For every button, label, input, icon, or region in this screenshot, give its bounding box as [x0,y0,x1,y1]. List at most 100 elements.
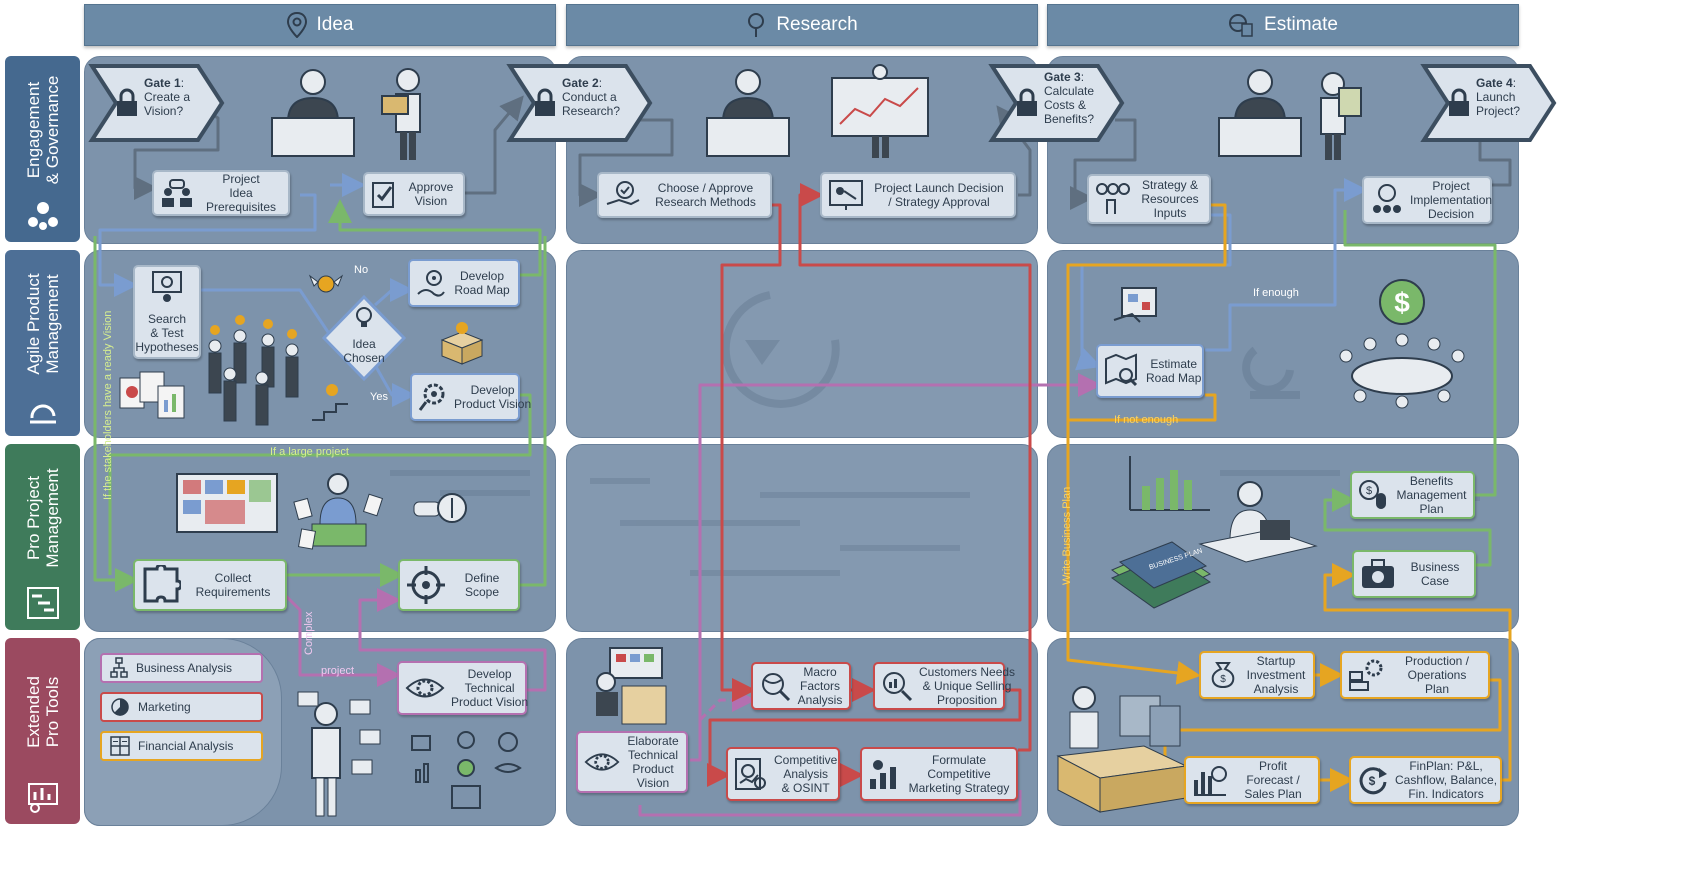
business-icons-cluster-figure [411,731,522,809]
label-ready-vision: If the stakeholders have a ready Vision [102,310,114,500]
legend-business-analysis: Business Analysis [100,653,263,683]
gate-chevron-shape [988,64,1125,142]
node-profit-forecast-sales-plan[interactable]: Profit Forecast / Sales Plan [1184,756,1320,804]
analyst-with-servers-figure [1056,686,1188,813]
business-plan-books-figure [1110,541,1212,609]
chart-search-icon [883,672,913,702]
node-finplan[interactable]: $ FinPlan: P&L, Cashflow, Balance, Fin. … [1349,756,1502,804]
phase-idea-label: Idea [316,14,354,35]
gate-3-text: Calculate Costs & Benefits? [1044,84,1095,126]
chart-presenter-laptop-figure [1129,456,1318,563]
label-large-project: If a large project [270,446,349,458]
node-startup-investment-analysis[interactable]: $ Startup Investment Analysis [1199,651,1315,699]
gate-2-num: Gate 2 [562,76,599,90]
gate-1-num: Gate 1 [144,76,181,90]
label-project: project [321,665,355,677]
node-project-launch-decision[interactable]: Project Launch Decision / Strategy Appro… [820,172,1016,218]
node-estimate-road-map-label: Estimate Road Map [1146,357,1202,385]
team-meeting-dollar-figure: $ [1339,279,1465,409]
cell-ppm-research [566,444,1038,632]
node-formulate-competitive-marketing-strategy-label: Formulate Competitive Marketing Strategy [908,753,1010,795]
node-approve-vision[interactable]: Approve Vision [363,172,465,216]
globe-search-icon [762,673,791,702]
manager-desk-figure [706,69,790,157]
person-papers-figure [293,473,384,550]
node-define-scope[interactable]: Define Scope [398,559,520,611]
gate-1-text: Create a Vision? [144,90,191,118]
gate-4-text: Launch Project? [1476,90,1521,118]
crowd-with-ideas-figure [208,315,299,426]
node-develop-product-vision[interactable]: Develop Product Vision [410,373,531,421]
node-estimate-road-map[interactable]: Estimate Road Map [1096,344,1204,398]
node-finplan-label: FinPlan: P&L, Cashflow, Balance, Fin. In… [1395,759,1498,801]
gear-magnifier-icon [418,383,445,411]
resources-hand-icon [1096,183,1130,214]
node-customers-needs-usp[interactable]: Customers Needs & Unique Selling Proposi… [873,662,1015,710]
chess-chart-icon [870,760,896,789]
node-project-launch-decision-label: Project Launch Decision / Strategy Appro… [874,181,1004,209]
bar-chart-dollar-icon [1194,766,1227,796]
node-choose-research-methods[interactable]: Choose / Approve Research Methods [597,172,772,218]
node-define-scope-label: Define Scope [464,571,500,599]
gate-chevron-shape [88,64,225,142]
map-pin-icon [417,270,445,297]
node-collect-requirements[interactable]: Collect Requirements [133,559,287,611]
decision-diamond-shape [322,295,406,381]
svg-text:$: $ [1220,674,1226,685]
node-search-test-hypotheses[interactable]: Search & Test Hypotheses [133,265,201,359]
gate-4: Gate 4:Launch Project? [1420,62,1560,144]
node-strategy-resources-inputs-label: Strategy & Resources Inputs [1141,178,1199,220]
node-develop-technical-product-vision[interactable]: Develop Technical Product Vision [397,661,529,715]
label-write-business-plan: Write Business Plan [1061,486,1073,585]
magnifier-icon [748,13,765,37]
location-pin-icon [286,12,307,38]
node-idea-chosen[interactable]: Idea Chosen [322,295,406,381]
strategy-board-icon [829,180,863,210]
lock-icon [117,88,137,116]
person-with-calculator-figure [1320,72,1362,160]
node-strategy-resources-inputs[interactable]: Strategy & Resources Inputs [1087,174,1211,224]
node-develop-road-map[interactable]: Develop Road Map [408,259,520,307]
tablet-hand-figure [1113,287,1157,323]
label-yes: Yes [370,391,388,403]
node-profit-forecast-sales-plan-label: Profit Forecast / Sales Plan [1244,759,1302,801]
node-competitive-analysis-osint[interactable]: Competitive Analysis & OSINT [726,747,840,801]
node-idea-chosen-label: Idea Chosen [343,337,385,365]
node-project-idea-prerequisites[interactable]: Project Idea Prerequisites [152,170,290,216]
node-macro-factors-analysis[interactable]: Macro Factors Analysis [751,662,851,710]
pie-icon [111,698,129,716]
node-production-operations-plan-label: Production / Operations Plan [1404,654,1470,696]
node-business-case-label: Business Case [1410,560,1460,588]
label-if-not-enough: If not enough [1114,414,1179,426]
checklist-icon [372,182,394,208]
node-competitive-analysis-osint-label: Competitive Analysis & OSINT [774,753,838,795]
label-complex: Complex [303,611,315,655]
phase-research: Research [566,4,1038,46]
svg-text:$: $ [1394,287,1410,318]
node-collect-requirements-label: Collect Requirements [195,571,271,599]
person-brainstorm-icon [152,271,182,302]
team-decision-icon [1373,184,1401,213]
lane-governance: Engagement & Governance [5,56,80,242]
node-develop-technical-product-vision-label: Develop Technical Product Vision [451,667,529,709]
node-project-implementation-decision[interactable]: Project Implementation Decision [1362,176,1492,224]
node-benefits-management-plan[interactable]: $ Benefits Management Plan [1350,471,1475,519]
node-formulate-competitive-marketing-strategy[interactable]: Formulate Competitive Marketing Strategy [860,747,1018,801]
chart-magnifier-icon [27,783,58,813]
gate-chevron-shape [1420,64,1557,142]
chart-document-icon [735,758,766,790]
discussion-people-icon [162,179,192,207]
manager-desk-figure [1218,69,1302,157]
person-at-computer-figure [596,647,667,725]
production-gear-icon [1349,659,1383,691]
svg-text:$: $ [1369,774,1376,788]
legend-financial-analysis: Financial Analysis [100,731,263,761]
node-production-operations-plan[interactable]: Production / Operations Plan [1340,651,1490,699]
gate-3-num: Gate 3 [1044,70,1081,84]
legend-marketing-label: Marketing [138,700,191,714]
lane-extended: Extended Pro Tools [5,638,80,824]
cell-apm-research [566,250,1038,438]
presenter-charts-figure [831,64,929,158]
node-business-case[interactable]: Business Case [1352,550,1476,598]
node-elaborate-technical-product-vision[interactable]: Elaborate Technical Product Vision [576,731,688,793]
